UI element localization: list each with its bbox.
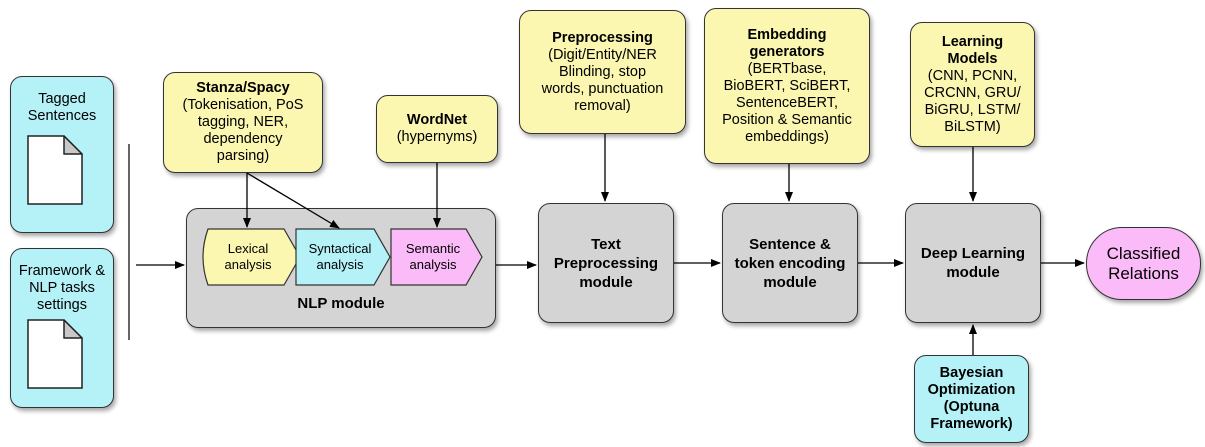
framework-label-3: settings	[37, 297, 87, 313]
embedding-line-1: (BERTbase,	[747, 60, 827, 77]
syntactical-line-2: analysis	[316, 257, 364, 272]
sentence-encoding-module: Sentence & token encoding module	[722, 203, 858, 323]
embedding-line-3: SentenceBERT,	[735, 94, 839, 111]
deep-learning-line-1: Deep Learning	[920, 245, 1026, 262]
text-preprocessing-line-2: Preprocessing	[553, 254, 659, 272]
bayesian-line-3: (Optuna	[943, 399, 1000, 415]
embedding-line-4: Position & Semantic	[722, 111, 852, 128]
sentence-encoding-line-2: token encoding	[734, 254, 846, 272]
text-preprocessing-line-1: Text	[591, 235, 621, 253]
learning-line-1: (CNN, PCNN,	[927, 67, 1018, 84]
bayesian-line-4: Framework)	[930, 416, 1013, 432]
lexical-analysis-label: Lexical analysis	[204, 229, 292, 285]
learning-models-box: Learning Models (CNN, PCNN, CRCNN, GRU/ …	[910, 22, 1035, 147]
embedding-title-1: Embedding	[747, 26, 827, 43]
embedding-line-5: embeddings)	[745, 128, 829, 145]
deep-learning-module: Deep Learning module	[905, 203, 1041, 323]
learning-line-2: CRCNN, GRU/	[924, 84, 1021, 101]
stanza-line-1: (Tokenisation, PoS	[182, 97, 304, 113]
deep-learning-line-2: module	[946, 264, 1000, 281]
bayesian-optimization-box: Bayesian Optimization (Optuna Framework)	[914, 355, 1029, 443]
learning-line-4: BiLSTM)	[944, 118, 1001, 135]
preprocessing-line-3: words, punctuation	[541, 80, 664, 97]
lexical-line-2: analysis	[224, 257, 272, 272]
learning-line-3: BiGRU, LSTM/	[924, 101, 1021, 118]
document-icon	[27, 319, 83, 389]
semantic-line-2: analysis	[409, 257, 457, 272]
preprocessing-line-4: removal)	[574, 97, 631, 114]
embedding-line-2: BioBERT, SciBERT,	[723, 77, 851, 94]
stanza-line-4: parsing)	[216, 148, 270, 164]
wordnet-box: WordNet (hypernyms)	[376, 95, 498, 163]
preprocessing-title: Preprocessing	[552, 29, 653, 46]
bayesian-line-1: Bayesian	[939, 365, 1004, 381]
wordnet-line-1: (hypernyms)	[396, 129, 478, 145]
tagged-sentences-label-2: Sentences	[27, 108, 97, 124]
stanza-title: Stanza/Spacy	[196, 80, 290, 96]
preprocessing-line-2: Blinding, stop	[558, 63, 647, 80]
output-line-2: Relations	[1108, 263, 1179, 283]
preprocessing-box: Preprocessing (Digit/Entity/NER Blinding…	[519, 10, 686, 134]
framework-label-1: Framework &	[18, 263, 106, 279]
bayesian-line-2: Optimization	[927, 382, 1016, 398]
syntactical-analysis-label: Syntactical analysis	[296, 229, 384, 285]
document-icon	[27, 135, 83, 205]
syntactical-line-1: Syntactical	[308, 241, 372, 256]
embedding-generators-box: Embedding generators (BERTbase, BioBERT,…	[704, 8, 870, 164]
learning-title-2: Models	[947, 50, 998, 67]
stanza-line-2: tagging, NER,	[197, 114, 289, 130]
preprocessing-line-1: (Digit/Entity/NER	[548, 46, 657, 63]
text-preprocessing-module: Text Preprocessing module	[538, 203, 674, 323]
text-preprocessing-line-3: module	[579, 273, 633, 291]
semantic-line-1: Semantic	[405, 241, 461, 256]
classified-relations-output: Classified Relations	[1086, 227, 1201, 300]
lexical-line-1: Lexical	[227, 241, 269, 256]
output-line-1: Classified	[1106, 243, 1181, 263]
learning-title-1: Learning	[941, 33, 1004, 50]
tagged-sentences-label-1: Tagged	[38, 91, 86, 107]
framework-label-2: NLP tasks	[29, 280, 95, 296]
nlp-module-title: NLP module	[297, 295, 385, 312]
sentence-encoding-line-1: Sentence &	[749, 235, 831, 253]
stanza-line-3: dependency	[203, 131, 283, 147]
stanza-spacy-box: Stanza/Spacy (Tokenisation, PoS tagging,…	[163, 72, 323, 173]
wordnet-title: WordNet	[406, 112, 468, 128]
embedding-title-2: generators	[749, 43, 825, 60]
sentence-encoding-line-3: module	[763, 273, 817, 291]
semantic-analysis-label: Semantic analysis	[391, 229, 475, 285]
